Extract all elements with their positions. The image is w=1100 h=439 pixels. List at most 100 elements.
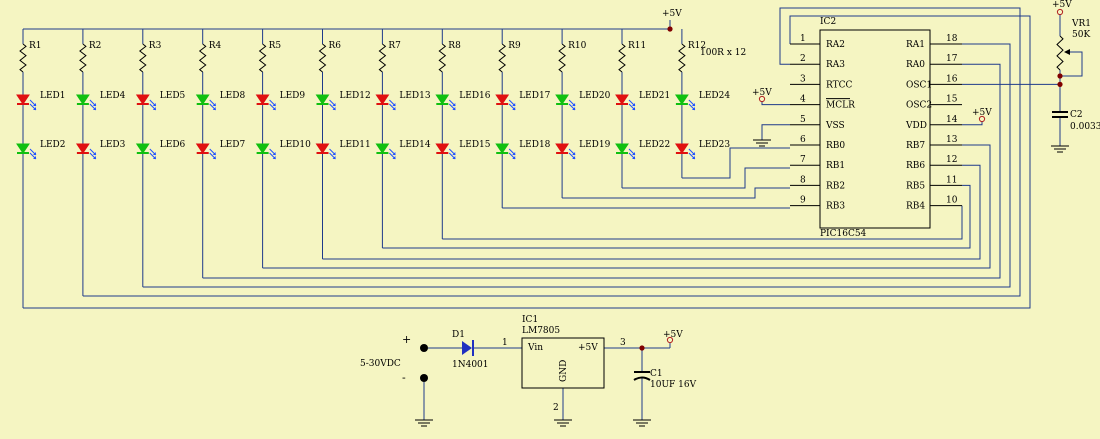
arrow-head bbox=[92, 152, 96, 155]
ic2-pin-number: 16 bbox=[946, 74, 958, 84]
led-body bbox=[555, 143, 570, 154]
led-bottom-5 bbox=[255, 143, 276, 160]
ic1-body bbox=[521, 337, 605, 389]
led-top-12 bbox=[674, 94, 696, 111]
arrow-head bbox=[632, 107, 635, 110]
c2-value-label: 0.0033U bbox=[1070, 122, 1100, 132]
arrow-head bbox=[691, 152, 695, 155]
resistor-10 bbox=[558, 43, 566, 73]
ic1-pin3-label: 3 bbox=[620, 338, 626, 348]
ic2-pin-number: 6 bbox=[800, 135, 806, 145]
input-plus-label: + bbox=[402, 333, 411, 346]
led-bottom-10 bbox=[555, 143, 576, 160]
wire bbox=[1060, 51, 1083, 77]
resistor-label-12: R12 bbox=[688, 41, 706, 51]
ic2-pin-number: 12 bbox=[946, 155, 957, 165]
arrow-head bbox=[152, 152, 156, 155]
led-body bbox=[375, 143, 390, 154]
vr1-value-label: 50K bbox=[1072, 30, 1090, 40]
arrow-head bbox=[691, 156, 695, 159]
ic1-part-label: LM7805 bbox=[522, 326, 560, 336]
resistor-3 bbox=[138, 43, 147, 73]
vr1-supply-label: +5V bbox=[1052, 0, 1072, 10]
d1-body bbox=[462, 341, 472, 355]
ic2-pin-number: 1 bbox=[800, 34, 806, 44]
resistor-label-9: R9 bbox=[508, 41, 521, 51]
arrow-head bbox=[632, 156, 635, 159]
ic2-vss-ground bbox=[753, 139, 771, 147]
led-top-label-9: LED17 bbox=[519, 91, 550, 101]
led-body bbox=[495, 94, 510, 105]
led-top-2 bbox=[75, 94, 97, 111]
resistor-5 bbox=[258, 43, 267, 73]
resistor-2 bbox=[79, 43, 87, 73]
c2-ground bbox=[1051, 145, 1069, 153]
led-bottom-11 bbox=[615, 143, 636, 160]
led-body bbox=[16, 143, 30, 154]
resistor-label-3: R3 bbox=[149, 41, 162, 51]
resistor-label-8: R8 bbox=[448, 41, 461, 51]
ic1-pin2-label: 2 bbox=[553, 403, 559, 413]
led-bottom-label-2: LED3 bbox=[100, 140, 126, 150]
ic2-pin-number: 18 bbox=[946, 34, 958, 44]
led-bottom-label-8: LED15 bbox=[459, 140, 490, 150]
led-body bbox=[615, 94, 629, 105]
arrow-head bbox=[92, 107, 96, 110]
led-bottom-4 bbox=[195, 143, 217, 160]
ic2-pin-name: MCLR bbox=[826, 101, 855, 111]
led-body bbox=[255, 94, 270, 105]
arrow-head bbox=[332, 152, 336, 155]
arrow-head bbox=[452, 103, 456, 106]
wire bbox=[23, 15, 1031, 309]
led-body bbox=[674, 143, 689, 154]
wire bbox=[681, 147, 790, 179]
ic2-pin-name: RA3 bbox=[826, 60, 845, 70]
ic2-pin-number: 8 bbox=[800, 175, 806, 185]
resistor-12 bbox=[678, 43, 686, 73]
ic2-pin-number: 14 bbox=[946, 115, 958, 125]
arrow-head bbox=[33, 103, 36, 106]
ic1-ground bbox=[554, 419, 572, 427]
ic2-body bbox=[819, 29, 931, 229]
ic2-pin-number: 5 bbox=[800, 115, 806, 125]
led-top-label-6: LED12 bbox=[340, 91, 371, 101]
arrow-head bbox=[572, 152, 576, 155]
arrow-head bbox=[632, 103, 635, 106]
arrow-head bbox=[33, 107, 36, 110]
arrow-head bbox=[212, 107, 216, 110]
led-bottom-6 bbox=[315, 143, 336, 160]
component-layer: R1LED1LED2R2LED4LED3R3LED5LED6R4LED8LED7… bbox=[16, 8, 1070, 427]
arrow-head bbox=[572, 156, 576, 159]
arrow-head bbox=[332, 103, 336, 106]
arrow-head bbox=[33, 156, 36, 159]
led-bottom-2 bbox=[75, 143, 97, 160]
ic2-pin-name: RB4 bbox=[906, 202, 925, 212]
ic2-pin-number: 9 bbox=[800, 196, 806, 206]
arrow-head bbox=[92, 156, 96, 159]
vcc-top-label: +5V bbox=[662, 9, 682, 19]
led-top-6 bbox=[315, 94, 336, 111]
led-bottom-8 bbox=[435, 143, 456, 160]
arrow-head bbox=[212, 103, 216, 106]
arrow-head bbox=[392, 156, 396, 159]
arrow-head bbox=[272, 107, 276, 110]
out-supply-label: +5V bbox=[663, 330, 683, 340]
arrow-head bbox=[212, 152, 216, 155]
ic1-vin-label: Vin bbox=[527, 343, 543, 353]
resistor-8 bbox=[438, 43, 447, 73]
led-bottom-label-5: LED10 bbox=[280, 140, 311, 150]
arrow-head bbox=[152, 156, 156, 159]
led-body bbox=[674, 94, 689, 105]
resistor-label-6: R6 bbox=[329, 41, 342, 51]
arrow-head bbox=[212, 156, 216, 159]
ic2-pin-name: RA2 bbox=[826, 40, 845, 50]
led-top-10 bbox=[555, 94, 576, 111]
ic2-pin-name: RTCC bbox=[826, 80, 853, 90]
wire bbox=[562, 187, 790, 199]
wire-layer bbox=[22, 7, 1083, 420]
c1-plate-curved bbox=[633, 376, 651, 381]
ic1-gnd-label: GND bbox=[559, 360, 569, 382]
led-body bbox=[135, 143, 150, 154]
wire bbox=[142, 43, 1011, 288]
ic2-pin-number: 10 bbox=[946, 196, 958, 206]
